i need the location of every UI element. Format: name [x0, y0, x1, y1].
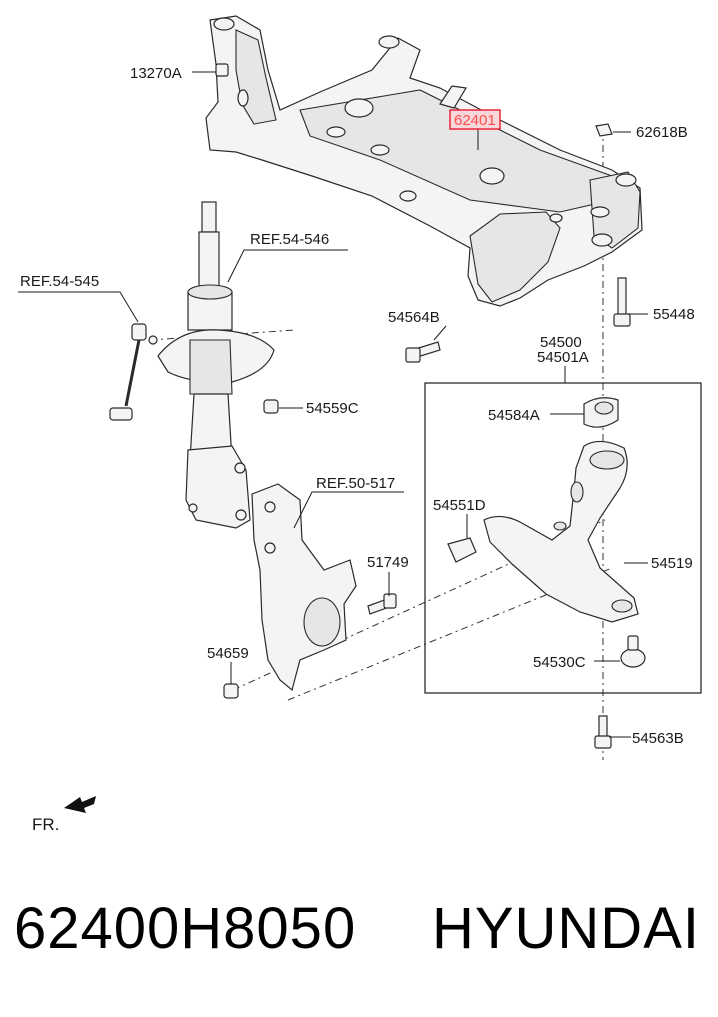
label-fr: FR. [32, 815, 59, 834]
label-54519: 54519 [651, 555, 693, 572]
label-54551D: 54551D [433, 497, 486, 514]
lower-arm-group-box [424, 382, 702, 694]
ball-joint-54530C [620, 635, 646, 668]
lower-control-arm [483, 440, 639, 623]
leader-lines [18, 71, 648, 738]
front-direction-indicator: FR. [32, 796, 96, 834]
label-62401: 62401 [454, 112, 496, 129]
label-54564B: 54564B [388, 309, 440, 326]
front-arrow-icon [64, 796, 96, 813]
brand-caption: HYUNDAI [431, 896, 700, 961]
bushing-54551D [447, 537, 477, 563]
bushing-54584A [583, 397, 619, 428]
label-54501A: 54501A [537, 349, 589, 366]
label-54563B: 54563B [632, 730, 684, 747]
stabilizer-link [109, 323, 158, 421]
label-51749: 51749 [367, 554, 409, 571]
caption-bar: 62400H8050 HYUNDAI [0, 895, 718, 985]
steering-knuckle [251, 483, 357, 692]
label-ref-54-546: REF.54-546 [250, 231, 329, 248]
highlight-box-62401 [449, 109, 501, 130]
label-54500: 54500 [540, 334, 582, 351]
label-55448: 55448 [653, 306, 695, 323]
label-54530C: 54530C [533, 654, 586, 671]
label-ref-50-517: REF.50-517 [316, 475, 395, 492]
label-54584A: 54584A [488, 407, 540, 424]
label-54659: 54659 [207, 645, 249, 662]
label-ref-54-545: REF.54-545 [20, 273, 99, 290]
suspension-exploded-diagram: 13270A 62401 62618B REF.54-546 REF.54-54… [18, 15, 702, 834]
part-number-caption: 62400H8050 [14, 896, 357, 961]
label-54559C: 54559C [306, 400, 359, 417]
label-62618B: 62618B [636, 124, 688, 141]
label-13270A: 13270A [130, 65, 182, 82]
part-labels: 13270A 62401 62618B REF.54-546 REF.54-54… [20, 65, 695, 747]
front-subframe [205, 15, 643, 307]
strut-assembly [157, 201, 275, 529]
